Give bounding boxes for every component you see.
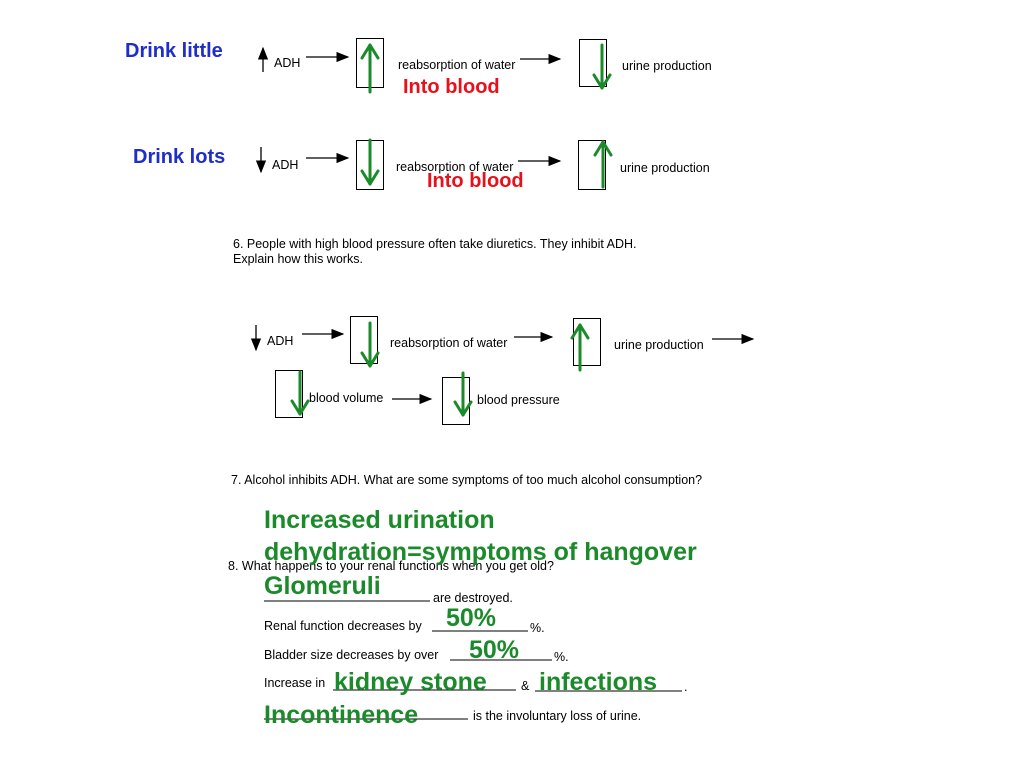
question-6-line-1: 6. People with high blood pressure often… xyxy=(233,237,637,251)
green-up-arrow-urine-2 xyxy=(593,140,613,189)
adh-label-1: ADH xyxy=(274,56,301,70)
reabsorption-label-1: reabsorption of water xyxy=(398,58,516,72)
urine-label-2: urine production xyxy=(620,161,710,175)
adh-label-3: ADH xyxy=(267,334,294,348)
ampersand: & xyxy=(521,679,530,693)
answer-incontinence: Incontinence xyxy=(264,701,419,729)
percent-sign-1: %. xyxy=(530,621,545,635)
blood-pressure-label: blood pressure xyxy=(477,393,560,407)
into-blood-label-1: Into blood xyxy=(403,76,500,98)
green-down-arrow-blood-volume xyxy=(290,370,310,416)
answer-bladder-percent: 50% xyxy=(469,636,520,664)
drink-little-label: Drink little xyxy=(125,40,223,62)
increase-prefix: Increase in xyxy=(264,676,326,690)
green-down-arrow-blood-pressure xyxy=(453,371,473,417)
question-6-line-2: Explain how this works. xyxy=(233,252,363,266)
answer-kidney-stone: kidney stone xyxy=(334,668,487,696)
reabsorption-label-2: reabsorption of water xyxy=(396,160,514,174)
green-up-arrow-urine-3 xyxy=(570,323,590,372)
blood-pressure-box xyxy=(442,377,470,425)
answer-renal-percent: 50% xyxy=(446,604,497,632)
adh-label-2: ADH xyxy=(272,158,299,172)
urine-box-3 xyxy=(573,318,601,366)
reabsorption-box-3 xyxy=(350,316,378,364)
green-down-arrow-urine-1 xyxy=(592,43,612,90)
bladder-prefix: Bladder size decreases by over xyxy=(264,648,439,662)
question-8-text: 8. What happens to your renal functions … xyxy=(228,559,554,573)
green-down-arrow-reabs-3 xyxy=(360,321,380,368)
urine-label-3: urine production xyxy=(614,338,704,352)
renal-prefix: Renal function decreases by xyxy=(264,619,422,633)
drink-lots-label: Drink lots xyxy=(133,146,226,168)
into-blood-label-2: Into blood xyxy=(427,170,524,192)
period: . xyxy=(684,680,688,694)
question-7-text: 7. Alcohol inhibits ADH. What are some s… xyxy=(231,473,703,487)
urine-box-1 xyxy=(579,39,607,87)
percent-sign-2: %. xyxy=(554,650,569,664)
urine-label-1: urine production xyxy=(622,59,712,73)
green-down-arrow-reabs-2 xyxy=(360,138,380,186)
reabsorption-label-3: reabsorption of water xyxy=(390,336,508,350)
incontinence-suffix: is the involuntary loss of urine. xyxy=(473,709,642,723)
question-7-answer-1: Increased urination xyxy=(264,506,495,534)
blood-volume-label: blood volume xyxy=(309,391,384,405)
green-up-arrow-reabs-1 xyxy=(360,43,380,94)
urine-box-2 xyxy=(578,140,606,190)
glomeruli-suffix: are destroyed. xyxy=(433,591,513,605)
answer-glomeruli: Glomeruli xyxy=(264,572,381,600)
answer-infections: infections xyxy=(539,668,658,696)
question-7-answer-2: dehydration=symptoms of hangover xyxy=(264,538,697,566)
blood-volume-box xyxy=(275,370,303,418)
